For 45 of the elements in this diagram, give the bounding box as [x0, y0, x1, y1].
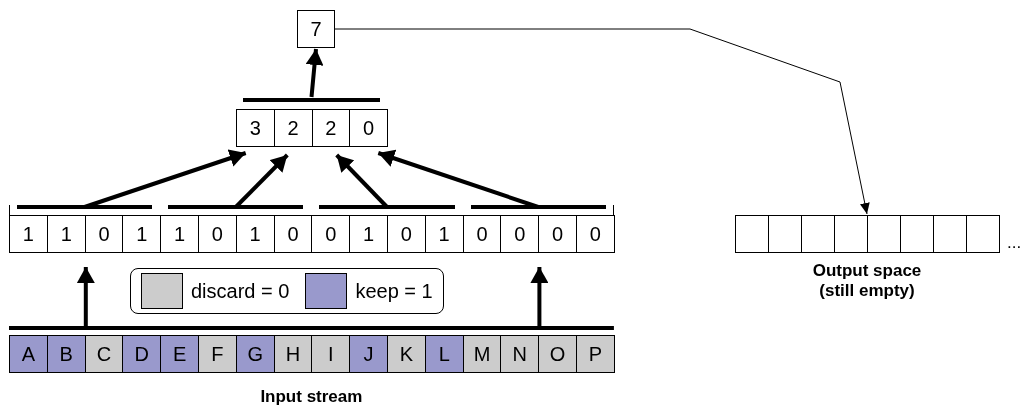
empty-cell — [933, 215, 967, 253]
empty-cell — [900, 215, 934, 253]
number-cell: 3 — [236, 109, 275, 147]
letter-cell: N — [500, 335, 540, 373]
empty-cell — [867, 215, 901, 253]
letter-cell: L — [424, 335, 464, 373]
ellipsis-text: ... — [1007, 233, 1022, 253]
array-caption: Input stream — [259, 387, 364, 407]
letter-cell: M — [462, 335, 502, 373]
letter-cell: F — [198, 335, 237, 373]
letter-cell: A — [9, 335, 48, 373]
array-caption: Output space (still empty) — [811, 261, 923, 301]
legend-label: discard = 0 — [191, 279, 290, 303]
number-cell: 2 — [273, 109, 313, 147]
number-cell: 0 — [349, 109, 388, 147]
cell-group — [462, 205, 614, 253]
empty-cell — [735, 215, 769, 253]
arrow — [76, 267, 95, 327]
cell-group — [311, 205, 463, 253]
cell-group — [160, 205, 312, 253]
arrow — [305, 48, 324, 98]
empty-cell — [768, 215, 802, 253]
letter-cell: O — [538, 335, 577, 373]
letter-cell: K — [387, 335, 426, 373]
letter-cell: E — [160, 335, 199, 373]
letter-cell: P — [576, 335, 615, 373]
empty-cell — [801, 215, 835, 253]
bit-cell: 0 — [576, 215, 615, 253]
legend-label: keep = 1 — [355, 279, 433, 303]
cell-group — [9, 205, 161, 253]
letter-cell: C — [84, 335, 124, 373]
arrow — [334, 28, 870, 215]
letter-cell: J — [349, 335, 388, 373]
number-cell: 2 — [311, 109, 351, 147]
letter-cell: I — [311, 335, 351, 373]
letter-cell: H — [273, 335, 313, 373]
letter-cell: B — [46, 335, 86, 373]
empty-cell — [834, 215, 868, 253]
arrow — [530, 267, 549, 327]
count-array — [236, 98, 387, 147]
bit-array — [9, 205, 614, 253]
empty-cell — [966, 215, 1000, 253]
value-box: 7 — [297, 10, 335, 48]
letter-cell: G — [235, 335, 275, 373]
letter-cell: D — [122, 335, 162, 373]
